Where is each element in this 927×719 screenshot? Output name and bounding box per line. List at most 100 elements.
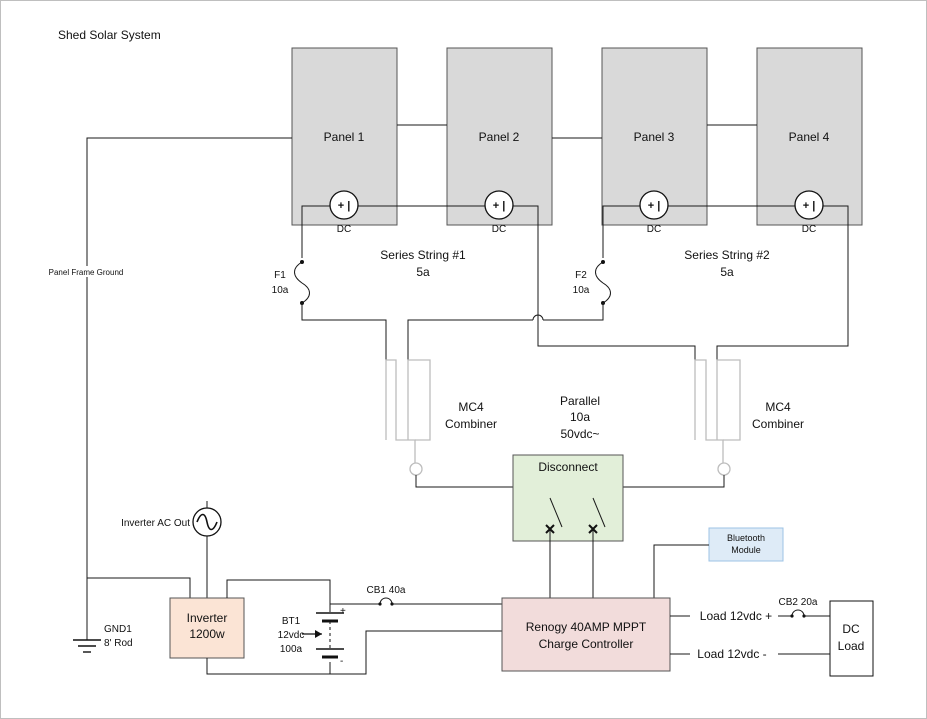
- fuse-f1-dot-top: [300, 260, 304, 264]
- cb2-breaker-symbol: [791, 609, 805, 617]
- combiner-1-branch-a: [385, 359, 416, 463]
- cb1-breaker-symbol: [379, 597, 393, 605]
- cb2-terminal-a: [790, 614, 794, 618]
- combiner-2-connector: [717, 462, 731, 476]
- fuse-f2-name: F2: [575, 270, 587, 281]
- panel-frame-ground-wire: [86, 137, 292, 640]
- string-1-name: Series String #1: [380, 248, 466, 262]
- string1-pos-lead: [513, 205, 696, 440]
- string-2-current: 5a: [720, 265, 734, 279]
- fuse-f2: F2 10a: [573, 260, 611, 305]
- charge-controller: Renogy 40AMP MPPT Charge Controller: [501, 597, 671, 672]
- dc-meter-1-label: DC: [337, 224, 351, 235]
- dc-meter-1-glyph: + |: [338, 200, 351, 212]
- charge-controller-line2: Charge Controller: [539, 637, 634, 651]
- dc-meter-3-glyph: + |: [648, 200, 661, 212]
- panel-4-label: Panel 4: [789, 130, 830, 144]
- combiner-1-branch-b: [407, 359, 431, 441]
- bluetooth-line2: Module: [731, 545, 761, 555]
- string1-neg-lead: [301, 205, 330, 258]
- charge-controller-box: [501, 597, 671, 672]
- mc4-combiner-2: MC4 Combiner: [694, 359, 804, 476]
- diagram-title: Shed Solar System: [58, 28, 161, 42]
- battery-name: BT1: [282, 616, 301, 627]
- dc-meter-2: + | DC: [484, 190, 514, 235]
- cb2-label: CB2 20a: [779, 597, 818, 608]
- string2-neg-lead: [602, 205, 640, 258]
- battery-neg-to-controller: [330, 630, 502, 675]
- battery-plus: +: [340, 606, 346, 617]
- dc-meter-2-circle: [484, 190, 514, 220]
- inverter-pos-lead: [226, 579, 331, 612]
- disconnect-label: Disconnect: [538, 460, 598, 474]
- parallel-line3: 50vdc~: [560, 427, 599, 441]
- combiner-2-branch-a: [694, 359, 724, 463]
- battery-capacity: 100a: [280, 644, 303, 655]
- ac-sine-icon: [196, 513, 218, 531]
- string2-fused-lead-a: [543, 303, 604, 321]
- combiner-1-line2: Combiner: [445, 417, 497, 431]
- load-plus-label: Load 12vdc +: [700, 609, 772, 623]
- combiner-1-line1: MC4: [458, 400, 484, 414]
- inverter: Inverter 1200w: [169, 597, 245, 659]
- dc-meter-4-label: DC: [802, 224, 816, 235]
- string-2-name: Series String #2: [684, 248, 770, 262]
- ground-rod: GND1 8' Rod: [73, 624, 133, 653]
- fuse-f1-symbol: [294, 261, 310, 304]
- disconnect-switch: Disconnect: [512, 454, 624, 542]
- parallel-line2: 10a: [570, 410, 590, 424]
- fuse-f2-dot-top: [601, 260, 605, 264]
- bluetooth-module: Bluetooth Module: [708, 527, 784, 562]
- dc-meter-2-label: DC: [492, 224, 506, 235]
- ground-rod-name: GND1: [104, 624, 132, 635]
- mc4-combiner-1: MC4 Combiner: [385, 359, 497, 476]
- bluetooth-line1: Bluetooth: [727, 533, 765, 543]
- fuse-f2-rating: 10a: [573, 285, 590, 296]
- cb1-terminal-a: [378, 602, 382, 606]
- fuse-f1: F1 10a: [272, 260, 310, 305]
- dc-load-box: [829, 600, 874, 677]
- dc-meter-3-label: DC: [647, 224, 661, 235]
- disconnect-pole-2: [592, 497, 606, 528]
- dc-load: DC Load: [829, 600, 874, 677]
- combiner-1-connector: [409, 462, 423, 476]
- combiner-2-line1: MC4: [765, 400, 791, 414]
- battery-minus: -: [340, 656, 343, 667]
- load-minus-label: Load 12vdc -: [697, 647, 766, 661]
- ground-wire-label: Panel Frame Ground: [49, 268, 124, 277]
- battery-voltage: 12vdc: [278, 630, 305, 641]
- ground-rod-spec: 8' Rod: [104, 638, 133, 649]
- string-1-current: 5a: [416, 265, 430, 279]
- dc-meter-1: + | DC: [329, 190, 359, 235]
- dc-meter-1-circle: [329, 190, 359, 220]
- combiner-2-branch-b: [716, 359, 741, 441]
- inverter-box: [169, 597, 245, 659]
- dc-load-line1: DC: [842, 622, 860, 636]
- ground-label-bg: [45, 266, 129, 277]
- inverter-ground-lead: [87, 577, 191, 598]
- battery: + - BT1 12vdc 100a: [278, 606, 346, 667]
- bluetooth-lead: [653, 544, 709, 598]
- dc-meter-2-glyph: + |: [493, 200, 506, 212]
- dc-load-line2: Load: [838, 639, 865, 653]
- wire-crossover-jump: [532, 314, 544, 321]
- inverter-line1: Inverter: [187, 611, 228, 625]
- parallel-line1: Parallel: [560, 394, 600, 408]
- fuse-f1-name: F1: [274, 270, 286, 281]
- ac-output: Inverter AC Out: [121, 501, 222, 537]
- panel-1-label: Panel 1: [324, 130, 365, 144]
- dc-meter-4-glyph: + |: [803, 200, 816, 212]
- inverter-ac-out-label: Inverter AC Out: [121, 518, 190, 529]
- fuse-f1-rating: 10a: [272, 285, 289, 296]
- panel-2-label: Panel 2: [479, 130, 520, 144]
- fuse-f2-symbol: [595, 261, 611, 304]
- inverter-line2: 1200w: [189, 627, 225, 641]
- dc-meter-3-circle: [639, 190, 669, 220]
- battery-arrow-icon: [315, 630, 322, 638]
- panel-3-label: Panel 3: [634, 130, 675, 144]
- dc-meter-3: + | DC: [639, 190, 669, 235]
- combiner-2-line2: Combiner: [752, 417, 804, 431]
- dc-meter-4-circle: [794, 190, 824, 220]
- disconnect-pole-1: [549, 497, 563, 528]
